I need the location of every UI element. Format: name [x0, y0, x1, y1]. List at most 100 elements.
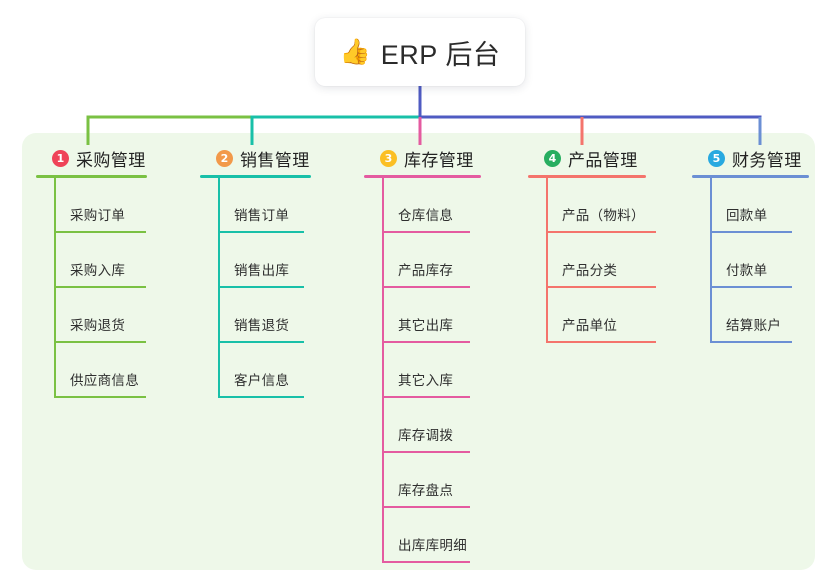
branch-column: 1 采购管理采购订单采购入库采购退货供应商信息 [36, 145, 186, 398]
leaf-underline [546, 341, 656, 343]
leaf-label: 客户信息 [234, 373, 290, 388]
leaf-underline [54, 396, 146, 398]
leaf-label: 销售出库 [234, 263, 290, 278]
branch-number-badge: 3 [380, 149, 397, 167]
leaf-label: 采购退货 [70, 318, 126, 333]
leaf-underline [54, 341, 146, 343]
branch-underline [692, 175, 809, 178]
branch-header[interactable]: 5 财务管理 [692, 145, 839, 171]
leaf-node[interactable]: 产品（物料） [546, 178, 688, 233]
leaf-list: 销售订单销售出库销售退货客户信息 [200, 178, 350, 398]
leaf-label: 其它入库 [398, 373, 454, 388]
branch-column: 2 销售管理销售订单销售出库销售退货客户信息 [200, 145, 350, 398]
branch-header[interactable]: 1 采购管理 [36, 145, 186, 171]
thumbs-up-icon: 👍 [339, 37, 371, 66]
leaf-list: 采购订单采购入库采购退货供应商信息 [36, 178, 186, 398]
leaf-label: 采购入库 [70, 263, 126, 278]
leaf-node[interactable]: 库存盘点 [382, 453, 514, 508]
leaf-underline [382, 341, 470, 343]
branch-spine [710, 178, 712, 343]
leaf-node[interactable]: 采购入库 [54, 233, 186, 288]
branch-number-badge: 2 [216, 149, 233, 167]
leaf-underline [546, 286, 656, 288]
branch-column: 3 库存管理仓库信息产品库存其它出库其它入库库存调拨库存盘点出库库明细 [364, 145, 514, 563]
leaf-label: 产品单位 [562, 318, 618, 333]
branch-underline [364, 175, 481, 178]
leaf-underline [382, 451, 470, 453]
leaf-node[interactable]: 其它入库 [382, 343, 514, 398]
leaf-node[interactable]: 结算账户 [710, 288, 839, 343]
root-title: ERP 后台 [380, 39, 501, 70]
leaf-label: 结算账户 [726, 318, 782, 333]
branch-underline [528, 175, 646, 178]
branch-spine [382, 178, 384, 563]
leaf-underline [710, 231, 792, 233]
leaf-label: 产品分类 [562, 263, 618, 278]
leaf-underline [710, 341, 792, 343]
branch-number-badge: 1 [52, 149, 69, 167]
leaf-underline [546, 231, 656, 233]
leaf-underline [218, 231, 304, 233]
leaf-list: 产品（物料） 产品分类产品单位 [528, 178, 688, 343]
leaf-underline [710, 286, 792, 288]
branch-title: 销售管理 [240, 150, 310, 170]
leaf-node[interactable]: 回款单 [710, 178, 839, 233]
branch-header[interactable]: 2 销售管理 [200, 145, 350, 171]
leaf-label: 供应商信息 [70, 373, 139, 388]
branch-spine [546, 178, 548, 343]
root-node[interactable]: 👍 ERP 后台 [315, 18, 525, 86]
leaf-node[interactable]: 库存调拨 [382, 398, 514, 453]
leaf-node[interactable]: 采购订单 [54, 178, 186, 233]
branch-underline [36, 175, 147, 178]
leaf-node[interactable]: 销售出库 [218, 233, 350, 288]
branch-title: 库存管理 [404, 150, 474, 170]
leaf-list: 回款单付款单结算账户 [692, 178, 839, 343]
leaf-underline [382, 396, 470, 398]
leaf-node[interactable]: 产品分类 [546, 233, 688, 288]
leaf-label: 销售订单 [234, 208, 290, 223]
leaf-underline [382, 286, 470, 288]
diagram-panel [22, 133, 815, 570]
leaf-node[interactable]: 供应商信息 [54, 343, 186, 398]
leaf-list: 仓库信息产品库存其它出库其它入库库存调拨库存盘点出库库明细 [364, 178, 514, 563]
branch-spine [54, 178, 56, 398]
leaf-label: 出库库明细 [398, 538, 467, 553]
leaf-underline [218, 341, 304, 343]
branch-underline [200, 175, 311, 178]
branch-column: 5 财务管理回款单付款单结算账户 [692, 145, 839, 343]
leaf-node[interactable]: 其它出库 [382, 288, 514, 343]
root-node-content: 👍 ERP 后台 [340, 33, 501, 72]
leaf-label: 产品（物料） [562, 208, 645, 223]
leaf-node[interactable]: 销售退货 [218, 288, 350, 343]
leaf-label: 库存盘点 [398, 483, 454, 498]
leaf-label: 库存调拨 [398, 428, 454, 443]
leaf-node[interactable]: 付款单 [710, 233, 839, 288]
leaf-label: 其它出库 [398, 318, 454, 333]
leaf-node[interactable]: 仓库信息 [382, 178, 514, 233]
leaf-label: 产品库存 [398, 263, 454, 278]
leaf-node[interactable]: 采购退货 [54, 288, 186, 343]
leaf-underline [218, 396, 304, 398]
leaf-node[interactable]: 销售订单 [218, 178, 350, 233]
leaf-node[interactable]: 产品单位 [546, 288, 688, 343]
leaf-label: 仓库信息 [398, 208, 454, 223]
leaf-node[interactable]: 客户信息 [218, 343, 350, 398]
leaf-label: 回款单 [726, 208, 768, 223]
leaf-underline [382, 506, 470, 508]
leaf-underline [218, 286, 304, 288]
branch-title: 采购管理 [76, 150, 146, 170]
leaf-node[interactable]: 出库库明细 [382, 508, 514, 563]
leaf-node[interactable]: 产品库存 [382, 233, 514, 288]
branch-title: 财务管理 [732, 150, 802, 170]
branch-header[interactable]: 3 库存管理 [364, 145, 514, 171]
leaf-label: 销售退货 [234, 318, 290, 333]
leaf-label: 付款单 [726, 263, 768, 278]
leaf-label: 采购订单 [70, 208, 126, 223]
branch-number-badge: 5 [708, 149, 725, 167]
branch-number-badge: 4 [544, 149, 561, 167]
leaf-underline [382, 231, 470, 233]
branch-spine [218, 178, 220, 398]
